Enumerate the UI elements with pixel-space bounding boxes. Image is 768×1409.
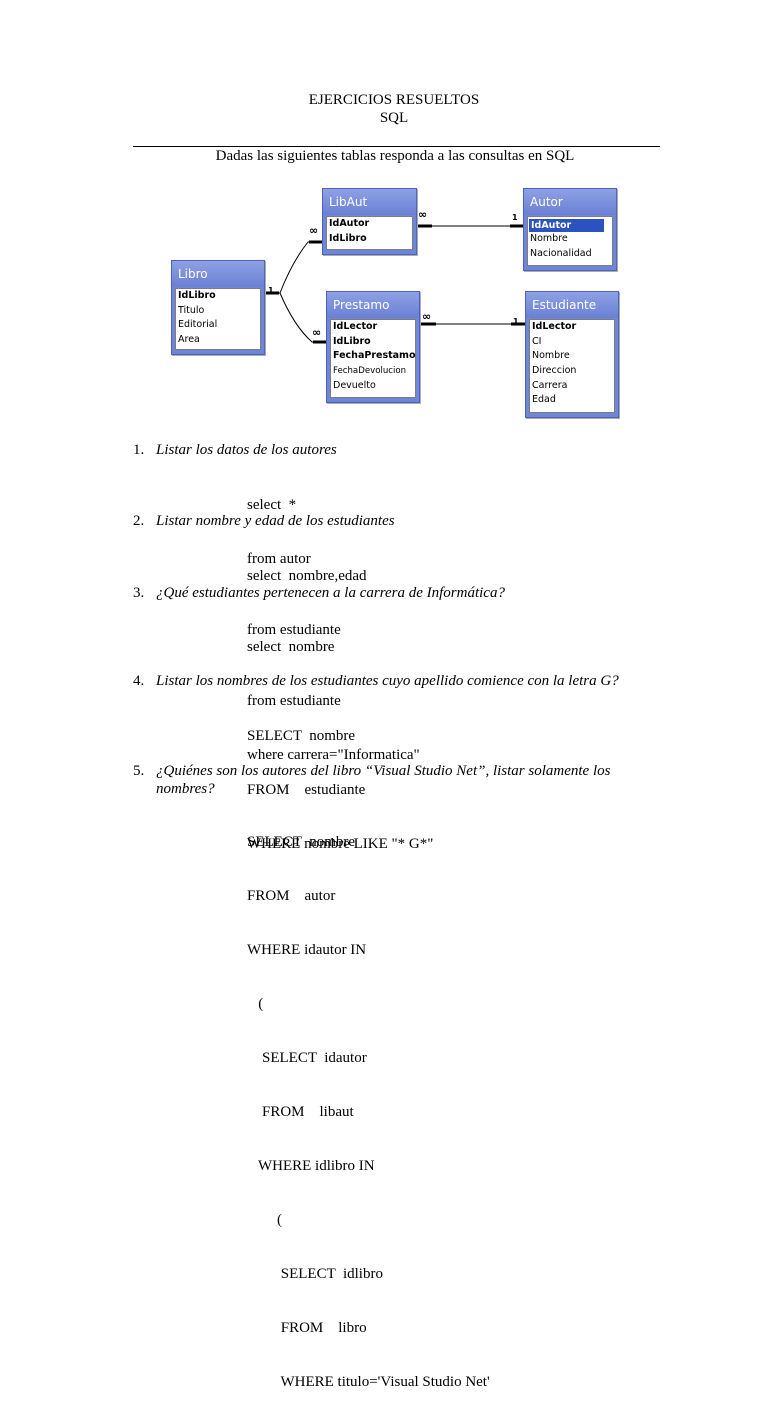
sql-line: WHERE idlibro IN — [247, 1158, 375, 1174]
card-many-libaut-left: ∞ — [309, 224, 319, 237]
sql-line: from estudiante — [247, 622, 341, 638]
field-fechaprestamo: FechaPrestamo — [333, 350, 416, 362]
table-prestamo-title: Prestamo — [327, 292, 419, 318]
sql-line: WHERE idautor IN — [247, 942, 367, 958]
document-title: EJERCICIOS RESUELTOS — [308, 92, 480, 108]
field-idlibro: IdLibro — [333, 335, 371, 347]
field-titulo: Titulo — [178, 304, 205, 316]
sql-line: ( — [247, 1212, 282, 1228]
card-one-autor: 1 — [512, 213, 518, 222]
question-4: 4. Listar los nombres de los estudiantes … — [133, 673, 619, 690]
card-many-prestamo: ∞ — [422, 310, 432, 323]
table-estudiante-title: Estudiante — [526, 292, 618, 318]
table-prestamo: Prestamo IdLector IdLibro FechaPrestamo … — [326, 291, 420, 403]
sql-line: SELECT nombre — [247, 834, 356, 850]
table-autor: Autor IdAutor Nombre Nacionalidad — [523, 188, 617, 271]
table-libro-title: Libro — [172, 261, 264, 287]
sql-line: SELECT nombre — [247, 728, 356, 744]
sql-line: WHERE titulo='Visual Studio Net' — [247, 1374, 490, 1390]
document-subtitle: SQL — [379, 110, 409, 126]
field-edad: Edad — [532, 394, 556, 406]
sql-line: SELECT idlibro — [247, 1266, 383, 1282]
sql-line: WHERE nombre LIKE "* G*" — [247, 836, 434, 852]
sql-line: from autor — [247, 551, 311, 567]
intro-text: Dadas las siguientes tablas responda a l… — [215, 148, 575, 164]
question-text: Listar los datos de los autores — [156, 442, 337, 458]
field-idlibro: IdLibro — [329, 232, 367, 244]
card-one-libro: 1 — [268, 286, 274, 295]
relationship-lines — [262, 224, 527, 344]
field-devuelto: Devuelto — [333, 379, 376, 391]
question-text: nombres? — [156, 781, 215, 797]
field-ci: CI — [532, 335, 542, 347]
sql-answer-2: select nombre,edad from estudiante — [247, 531, 367, 657]
card-one-estudiante: 1 — [513, 317, 519, 326]
sql-line: select nombre,edad — [247, 568, 367, 584]
question-5: 5. ¿Quiénes son los autores del libro “Vi… — [133, 763, 610, 780]
sql-line: FROM estudiante — [247, 782, 366, 798]
field-carrera: Carrera — [532, 379, 568, 391]
sql-line: FROM libaut — [247, 1104, 354, 1120]
field-direccion: Direccion — [532, 365, 577, 377]
question-3: 3. ¿Qué estudiantes pertenecen a la carre… — [133, 585, 505, 602]
question-number: 5. — [133, 763, 145, 779]
sql-line: FROM autor — [247, 888, 336, 904]
question-number: 4. — [133, 673, 145, 689]
sql-answer-4: SELECT nombre FROM estudiante WHERE nomb… — [247, 691, 433, 871]
question-number: 1. — [133, 442, 145, 458]
sql-line: select * — [247, 497, 297, 513]
sql-answer-3: select nombre from estudiante where carr… — [247, 602, 420, 782]
field-idlector: IdLector — [532, 321, 577, 332]
sql-line: where carrera="Informatica" — [247, 747, 420, 763]
horizontal-rule — [133, 146, 660, 147]
card-many-libaut: ∞ — [418, 208, 428, 221]
field-editorial: Editorial — [178, 319, 218, 331]
sql-line: from estudiante — [247, 693, 341, 709]
link-libro-libaut — [262, 241, 325, 294]
field-idlector: IdLector — [333, 321, 378, 332]
sql-line: ( — [247, 996, 264, 1012]
field-nombre: Nombre — [530, 233, 568, 244]
question-text: ¿Quiénes son los autores del libro “Visu… — [156, 763, 611, 779]
table-libro: Libro IdLibro Titulo Editorial Area — [171, 260, 265, 355]
sql-answer-5: SELECT nombre FROM autor WHERE idautor I… — [247, 797, 490, 1409]
sql-line: FROM libro — [247, 1320, 367, 1336]
field-nombre: Nombre — [532, 350, 570, 362]
table-libaut-title: LibAut — [323, 189, 416, 215]
sql-line: SELECT idautor — [247, 1050, 367, 1066]
table-autor-title: Autor — [524, 189, 616, 215]
question-1: 1. Listar los datos de los autores — [133, 442, 337, 459]
field-fechadevolucion: FechaDevolucion — [333, 366, 407, 377]
sql-answer-1: select * from autor — [247, 460, 311, 586]
question-text: ¿Qué estudiantes pertenecen a la carrera… — [156, 585, 505, 601]
field-nacionalidad: Nacionalidad — [530, 247, 592, 259]
field-area: Area — [178, 334, 200, 346]
field-idautor: IdAutor — [329, 218, 370, 229]
question-number: 2. — [133, 513, 145, 529]
sql-line: select nombre — [247, 639, 335, 655]
table-estudiante: Estudiante IdLector CI Nombre Direccion … — [525, 291, 619, 418]
table-libaut: LibAut IdAutor IdLibro — [322, 188, 417, 255]
link-libro-prestamo — [279, 292, 328, 343]
field-idautor-selected: IdAutor — [528, 218, 605, 233]
question-text: Listar nombre y edad de los estudiantes — [156, 513, 395, 529]
question-text: Listar los nombres de los estudiantes cu… — [156, 673, 619, 689]
question-2: 2. Listar nombre y edad de los estudiante… — [133, 513, 395, 530]
field-idlibro: IdLibro — [178, 290, 216, 301]
question-number: 3. — [133, 585, 145, 601]
card-many-prestamo-left: ∞ — [312, 326, 322, 339]
question-5-continued: nombres? — [156, 781, 215, 798]
